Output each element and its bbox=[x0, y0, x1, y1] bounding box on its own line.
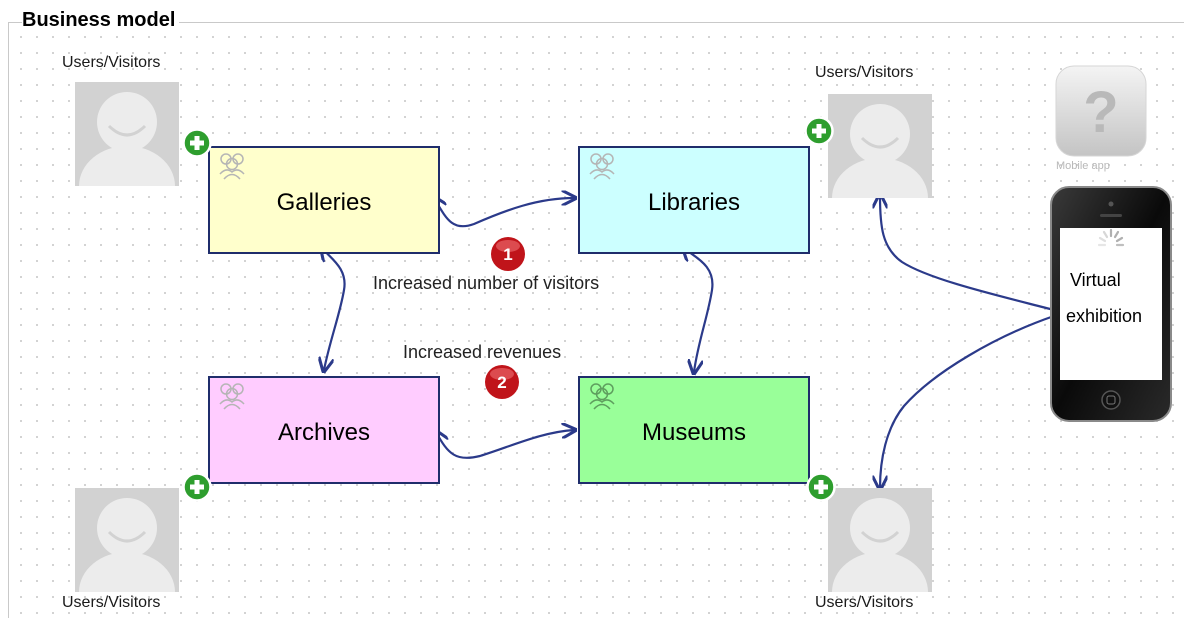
device-text-line1: Virtual bbox=[1070, 270, 1121, 290]
users-label-bottom-left: Users/Visitors bbox=[62, 594, 161, 611]
node-archives[interactable]: Archives bbox=[208, 376, 440, 484]
plus-icon[interactable] bbox=[182, 472, 212, 502]
app-caption: Mobile app bbox=[1056, 160, 1110, 172]
node-label: Libraries bbox=[647, 189, 741, 216]
arrow-libraries-museums bbox=[684, 248, 714, 372]
users-label-bottom-right: Users/Visitors bbox=[815, 594, 914, 611]
node-label: Galleries bbox=[276, 189, 372, 216]
annotation-revenues: Increased revenues bbox=[403, 342, 562, 362]
arrow-galleries-archives bbox=[322, 248, 346, 370]
user-avatar-icon bbox=[75, 82, 179, 186]
plus-icon[interactable] bbox=[804, 116, 834, 146]
user-avatar-icon bbox=[828, 94, 932, 198]
group-icon bbox=[219, 153, 245, 180]
group-icon bbox=[589, 383, 615, 410]
smartphone-icon bbox=[1050, 186, 1172, 422]
user-avatar-icon bbox=[75, 488, 179, 592]
badge-number: 1 bbox=[503, 245, 512, 264]
page-title: Business model bbox=[22, 8, 180, 32]
device-text-line2: exhibition bbox=[1066, 306, 1143, 326]
badge-1: 1 bbox=[491, 237, 525, 271]
node-galleries[interactable]: Galleries bbox=[208, 146, 440, 254]
arrow-galleries-libraries bbox=[434, 198, 574, 228]
user-avatar-icon bbox=[828, 488, 932, 592]
users-label-top-right: Users/Visitors bbox=[815, 64, 914, 81]
group-icon bbox=[589, 153, 615, 180]
app-symbol: ? bbox=[1083, 80, 1118, 145]
arrow-device-top-users bbox=[880, 196, 1055, 312]
plus-icon[interactable] bbox=[182, 128, 212, 158]
node-museums[interactable]: Museums bbox=[578, 376, 810, 484]
arrow-archives-museums bbox=[436, 430, 574, 459]
users-label-top-left: Users/Visitors bbox=[62, 54, 161, 71]
node-label: Archives bbox=[277, 419, 371, 446]
arrow-device-bottom-users bbox=[880, 314, 1055, 488]
plus-icon[interactable] bbox=[806, 472, 836, 502]
node-libraries[interactable]: Libraries bbox=[578, 146, 810, 254]
node-label: Museums bbox=[641, 419, 747, 446]
annotation-visitors: Increased number of visitors bbox=[373, 273, 600, 293]
loading-spinner-icon bbox=[1097, 228, 1125, 247]
diagram-canvas bbox=[8, 22, 1184, 618]
badge-number: 2 bbox=[497, 373, 506, 392]
question-icon[interactable]: ? bbox=[1054, 64, 1148, 158]
group-icon bbox=[219, 383, 245, 410]
badge-2: 2 bbox=[485, 365, 519, 399]
